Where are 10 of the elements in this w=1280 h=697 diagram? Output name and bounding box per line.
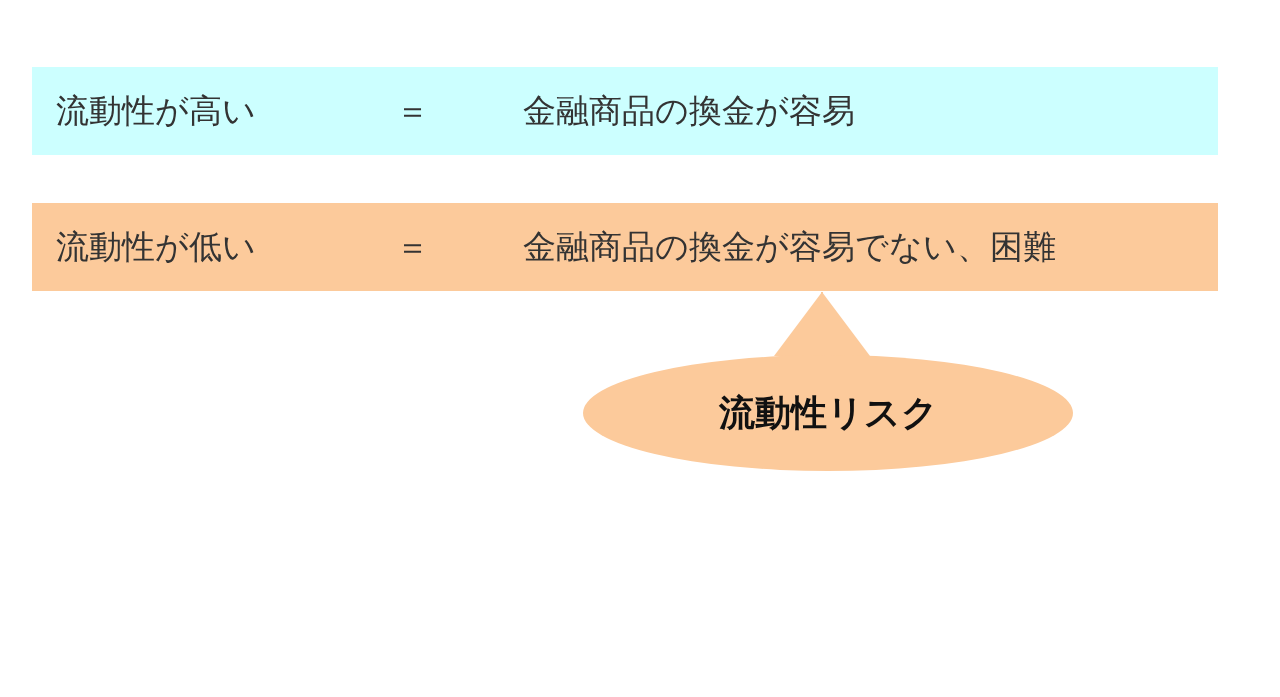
speech-bubble (583, 355, 1073, 471)
definition-text: 金融商品の換金が容易でない、困難 (523, 225, 1056, 268)
definition-text: 金融商品の換金が容易 (523, 89, 855, 132)
equals-sign: ＝ (396, 225, 429, 268)
definition-band (32, 67, 1218, 155)
term-label: 流動性が高い (56, 89, 256, 132)
term-label: 流動性が低い (56, 225, 256, 268)
definition-band (32, 203, 1218, 291)
risk-label: 流動性リスク (717, 390, 939, 435)
equals-sign: ＝ (396, 89, 429, 132)
